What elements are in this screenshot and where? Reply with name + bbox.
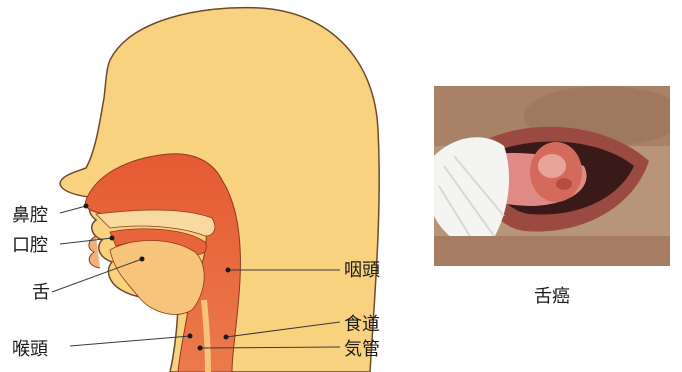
label-larynx: 喉頭 [12, 339, 48, 360]
leader-larynx [70, 336, 190, 346]
label-oral-cavity: 口腔 [12, 235, 48, 256]
dot-trachea [198, 346, 203, 351]
tongue-cancer-photo-illustration [434, 86, 670, 266]
dot-nasal [84, 204, 89, 209]
label-pharynx: 咽頭 [344, 260, 380, 281]
tongue-cancer-photo [434, 86, 670, 266]
tongue-shape [110, 241, 204, 315]
label-esophagus: 食道 [344, 314, 380, 335]
photo-caption: 舌癌 [434, 282, 670, 308]
label-tongue: 舌 [32, 282, 50, 303]
dot-larynx [188, 334, 193, 339]
leader-nasal [60, 206, 86, 213]
dot-esophagus [224, 335, 229, 340]
label-nasal-cavity: 鼻腔 [12, 205, 48, 226]
label-trachea: 気管 [344, 339, 380, 360]
dot-tongue [140, 257, 145, 262]
dot-pharynx [226, 268, 231, 273]
dot-oral [110, 236, 115, 241]
